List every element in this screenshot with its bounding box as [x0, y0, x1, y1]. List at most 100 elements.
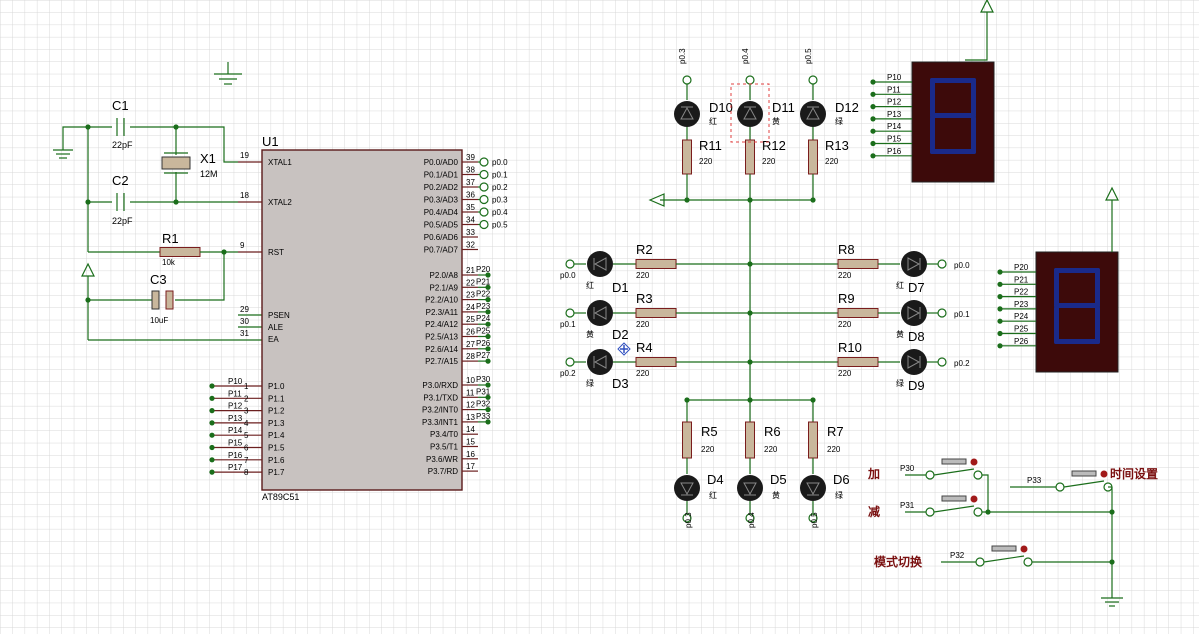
net-label: p0.4	[747, 512, 756, 528]
led-ref: D3	[612, 376, 629, 391]
resistor-ref: R11	[699, 138, 722, 153]
junction-dot	[684, 197, 690, 203]
resistor-ref: R10	[838, 340, 862, 355]
led-color: 黄	[586, 329, 594, 339]
crystal-body[interactable]	[161, 156, 191, 170]
resistor[interactable]	[837, 259, 879, 269]
net-label: p0.5	[804, 48, 813, 64]
pin-name: EA	[268, 335, 279, 344]
resistor-value: 220	[636, 320, 650, 329]
resistor[interactable]	[635, 259, 677, 269]
pin-name: P3.6/WR	[426, 455, 458, 464]
switch-cap[interactable]	[941, 495, 967, 502]
capacitor-plate[interactable]	[165, 290, 174, 310]
pin-number: 30	[240, 317, 249, 326]
resistor[interactable]	[837, 357, 879, 367]
switch-indicator[interactable]	[970, 458, 978, 466]
led[interactable]	[587, 251, 613, 277]
led[interactable]	[800, 475, 826, 501]
junction-dot	[485, 272, 491, 278]
switch-indicator[interactable]	[1100, 470, 1108, 478]
led[interactable]	[737, 101, 763, 127]
pin-number: 36	[466, 191, 475, 200]
resistor[interactable]	[635, 357, 677, 367]
led-body	[901, 349, 927, 375]
segment	[930, 113, 976, 118]
net-label: P22	[476, 290, 491, 299]
net-label: P16	[887, 147, 902, 156]
segment	[1054, 306, 1059, 344]
led[interactable]	[674, 475, 700, 501]
led[interactable]	[901, 251, 927, 277]
led-arrow	[907, 355, 921, 369]
resistor[interactable]	[682, 421, 692, 459]
resistor[interactable]	[745, 139, 755, 175]
resistor-ref: R1	[162, 231, 179, 246]
junction-dot	[485, 346, 491, 352]
pin-name: ALE	[268, 323, 283, 332]
switch-indicator[interactable]	[970, 495, 978, 503]
pin-number: 8	[244, 468, 249, 477]
net-label: P15	[887, 135, 902, 144]
led-ref: D1	[612, 280, 629, 295]
net-label: P32	[476, 400, 491, 409]
resistor[interactable]	[635, 308, 677, 318]
led[interactable]	[587, 349, 613, 375]
pin-name: P2.5/A13	[425, 333, 458, 342]
terminal	[565, 259, 575, 269]
switch-cap[interactable]	[1071, 470, 1097, 477]
junction-dot	[997, 343, 1003, 349]
terminal	[565, 308, 575, 318]
switch-cap[interactable]	[941, 458, 967, 465]
led[interactable]	[901, 349, 927, 375]
mcu-body[interactable]	[261, 149, 463, 491]
resistor[interactable]	[159, 247, 201, 257]
junction-dot	[997, 269, 1003, 275]
led[interactable]	[674, 101, 700, 127]
net-label: p0.2	[954, 359, 970, 368]
pin-name: P0.6/AD6	[424, 233, 459, 242]
button-label-add: 加	[867, 466, 880, 481]
junction-dot	[485, 321, 491, 327]
terminal	[975, 557, 985, 567]
resistor[interactable]	[745, 421, 755, 459]
net-label: p0.1	[560, 320, 576, 329]
junction-dot	[997, 281, 1003, 287]
pin-name: P0.4/AD4	[424, 208, 459, 217]
led[interactable]	[587, 300, 613, 326]
led[interactable]	[737, 475, 763, 501]
led-color: 红	[586, 280, 594, 290]
resistor-ref: R2	[636, 242, 653, 257]
crystal-value: 12M	[200, 169, 218, 179]
capacitor-plate[interactable]	[151, 290, 160, 310]
pin-name: XTAL2	[268, 198, 292, 207]
led[interactable]	[901, 300, 927, 326]
pin-name: P2.7/A15	[425, 357, 458, 366]
mcu-part: AT89C51	[262, 492, 299, 502]
net-label: P15	[228, 439, 243, 448]
segment	[1054, 339, 1100, 344]
led-color: 绿	[835, 117, 843, 126]
pin-name: P3.7/RD	[428, 467, 458, 476]
terminal	[682, 513, 692, 523]
net-label: P21	[476, 277, 491, 286]
switch-cap[interactable]	[991, 545, 1017, 552]
wire	[965, 14, 988, 61]
led[interactable]	[800, 101, 826, 127]
pin-name: P0.5/AD5	[424, 221, 459, 230]
switch-lever	[1063, 480, 1105, 488]
resistor-ref: R8	[838, 242, 855, 257]
resistor[interactable]	[682, 139, 692, 175]
resistor[interactable]	[808, 139, 818, 175]
switch-indicator[interactable]	[1020, 545, 1028, 553]
terminal	[925, 507, 935, 517]
net-label: P27	[476, 351, 491, 360]
selection-box[interactable]	[730, 83, 770, 143]
led-arrow	[680, 106, 694, 120]
resistor[interactable]	[808, 421, 818, 459]
led-color: 绿	[896, 379, 904, 388]
pin-number: 31	[240, 329, 249, 338]
terminal	[808, 75, 818, 85]
resistor[interactable]	[837, 308, 879, 318]
